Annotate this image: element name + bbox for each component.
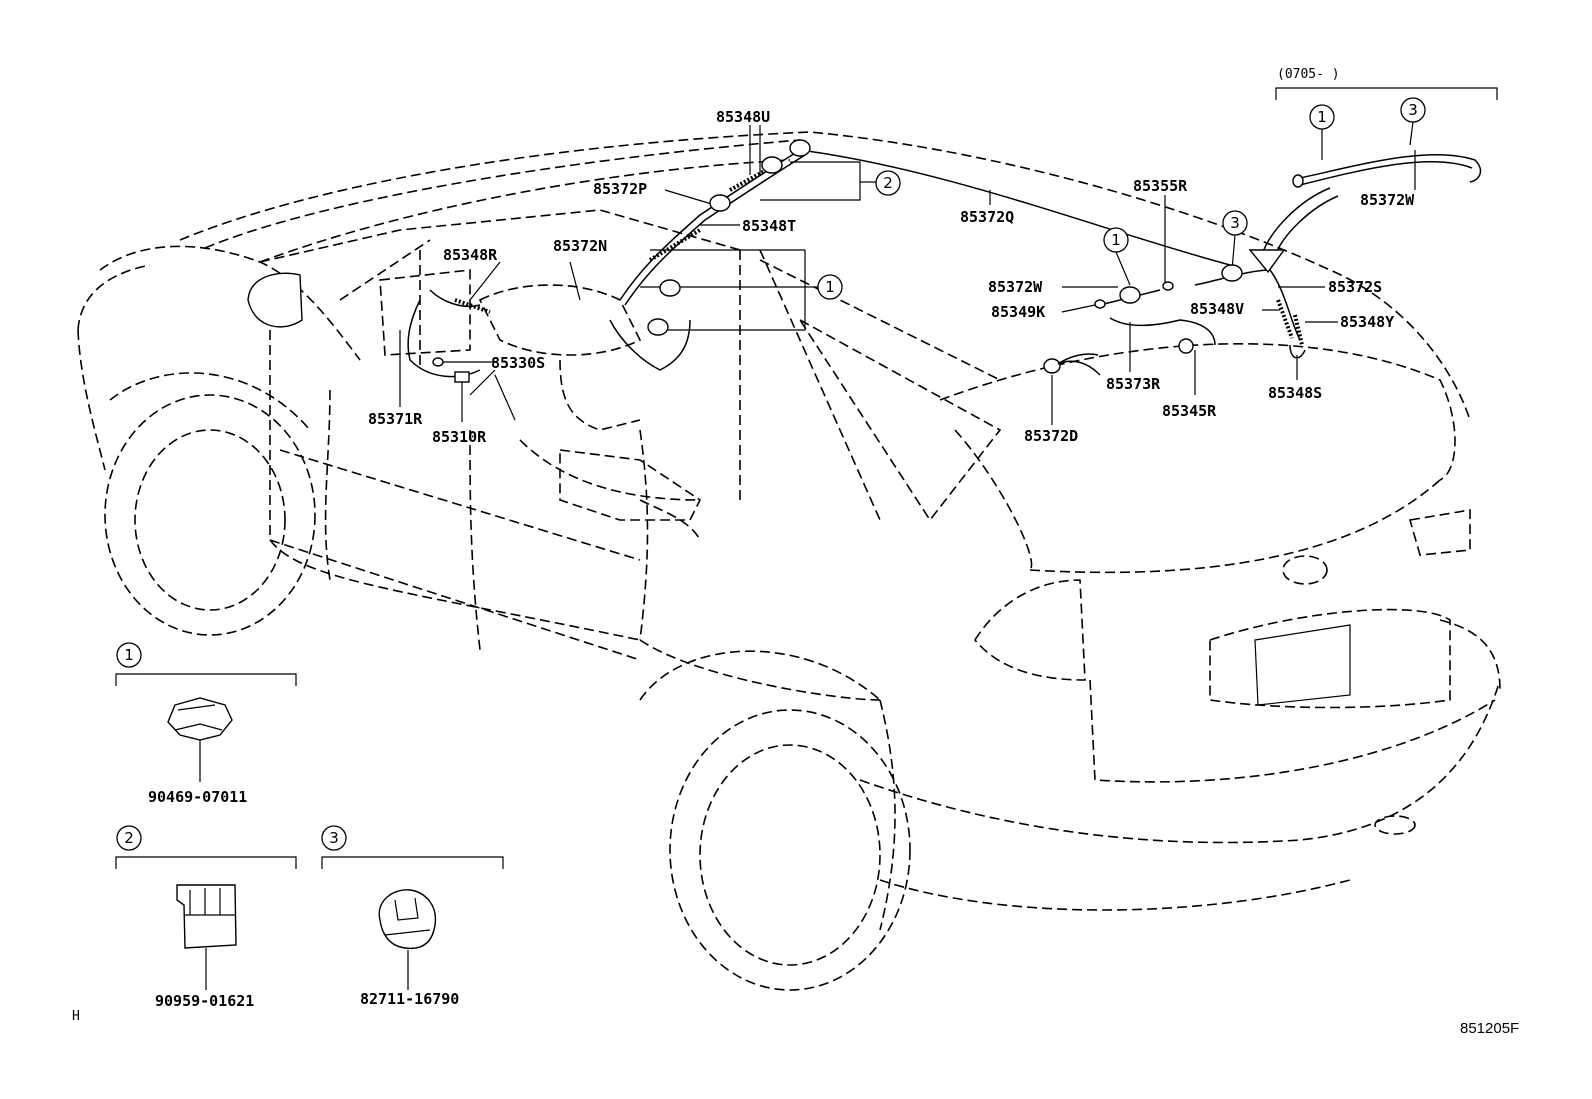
- label-85372Q: 85372Q: [960, 208, 1014, 226]
- part-shapes: [432, 139, 1243, 383]
- label-85355R: 85355R: [1133, 177, 1188, 195]
- label-85349K: 85349K: [991, 303, 1045, 321]
- label-85348S: 85348S: [1268, 384, 1322, 402]
- callout-2: 2: [883, 174, 893, 192]
- corner-mark: H: [72, 1009, 80, 1024]
- legend-callout-2: 2: [124, 829, 134, 847]
- legend-part-3: 82711-16790: [360, 990, 459, 1008]
- legend-part-1: 90469-07011: [148, 788, 247, 806]
- label-85372S: 85372S: [1328, 278, 1382, 296]
- callout-1: 1: [825, 278, 835, 296]
- legend-item-2: 2 90959-01621: [115, 825, 297, 1010]
- label-85310R: 85310R: [432, 428, 487, 446]
- label-85371R: 85371R: [368, 410, 423, 428]
- callout-3: 3: [1408, 101, 1418, 119]
- legend-part-2: 90959-01621: [155, 992, 254, 1010]
- label-85348T: 85348T: [742, 217, 796, 235]
- label-85373R: 85373R: [1106, 375, 1161, 393]
- legend-callout-1: 1: [124, 646, 134, 664]
- callout-3: 3: [1230, 214, 1240, 232]
- vehicle-outline: [77, 131, 1501, 991]
- label-85372D: 85372D: [1024, 427, 1078, 445]
- label-85348Y: 85348Y: [1340, 313, 1394, 331]
- legend-callout-3: 3: [329, 829, 339, 847]
- label-85330S: 85330S: [491, 354, 545, 372]
- wiring-harness: [407, 149, 1482, 378]
- label-85372N: 85372N: [553, 237, 607, 255]
- callout-circles: 2 1 1 3 1 3: [817, 97, 1426, 300]
- label-85348V: 85348V: [1190, 300, 1244, 318]
- label-85372W-inset: 85372W: [1360, 191, 1415, 209]
- callout-1: 1: [1317, 108, 1327, 126]
- part-labels: 85348U 85372P 85348T 85348R 85372N 85372…: [368, 67, 1415, 446]
- legend-item-1: 1 90469-07011: [115, 642, 297, 806]
- label-85345R: 85345R: [1162, 402, 1217, 420]
- date-range: (0705- ): [1277, 67, 1340, 82]
- callout-1: 1: [1111, 231, 1121, 249]
- leader-lines: [399, 87, 1498, 425]
- label-85372P: 85372P: [593, 180, 647, 198]
- diagram-id: 851205F: [1460, 1020, 1519, 1037]
- legend-item-3: 3 82711-16790: [321, 825, 504, 1008]
- label-85372W: 85372W: [988, 278, 1043, 296]
- label-85348R: 85348R: [443, 246, 498, 264]
- label-85348U: 85348U: [716, 108, 770, 126]
